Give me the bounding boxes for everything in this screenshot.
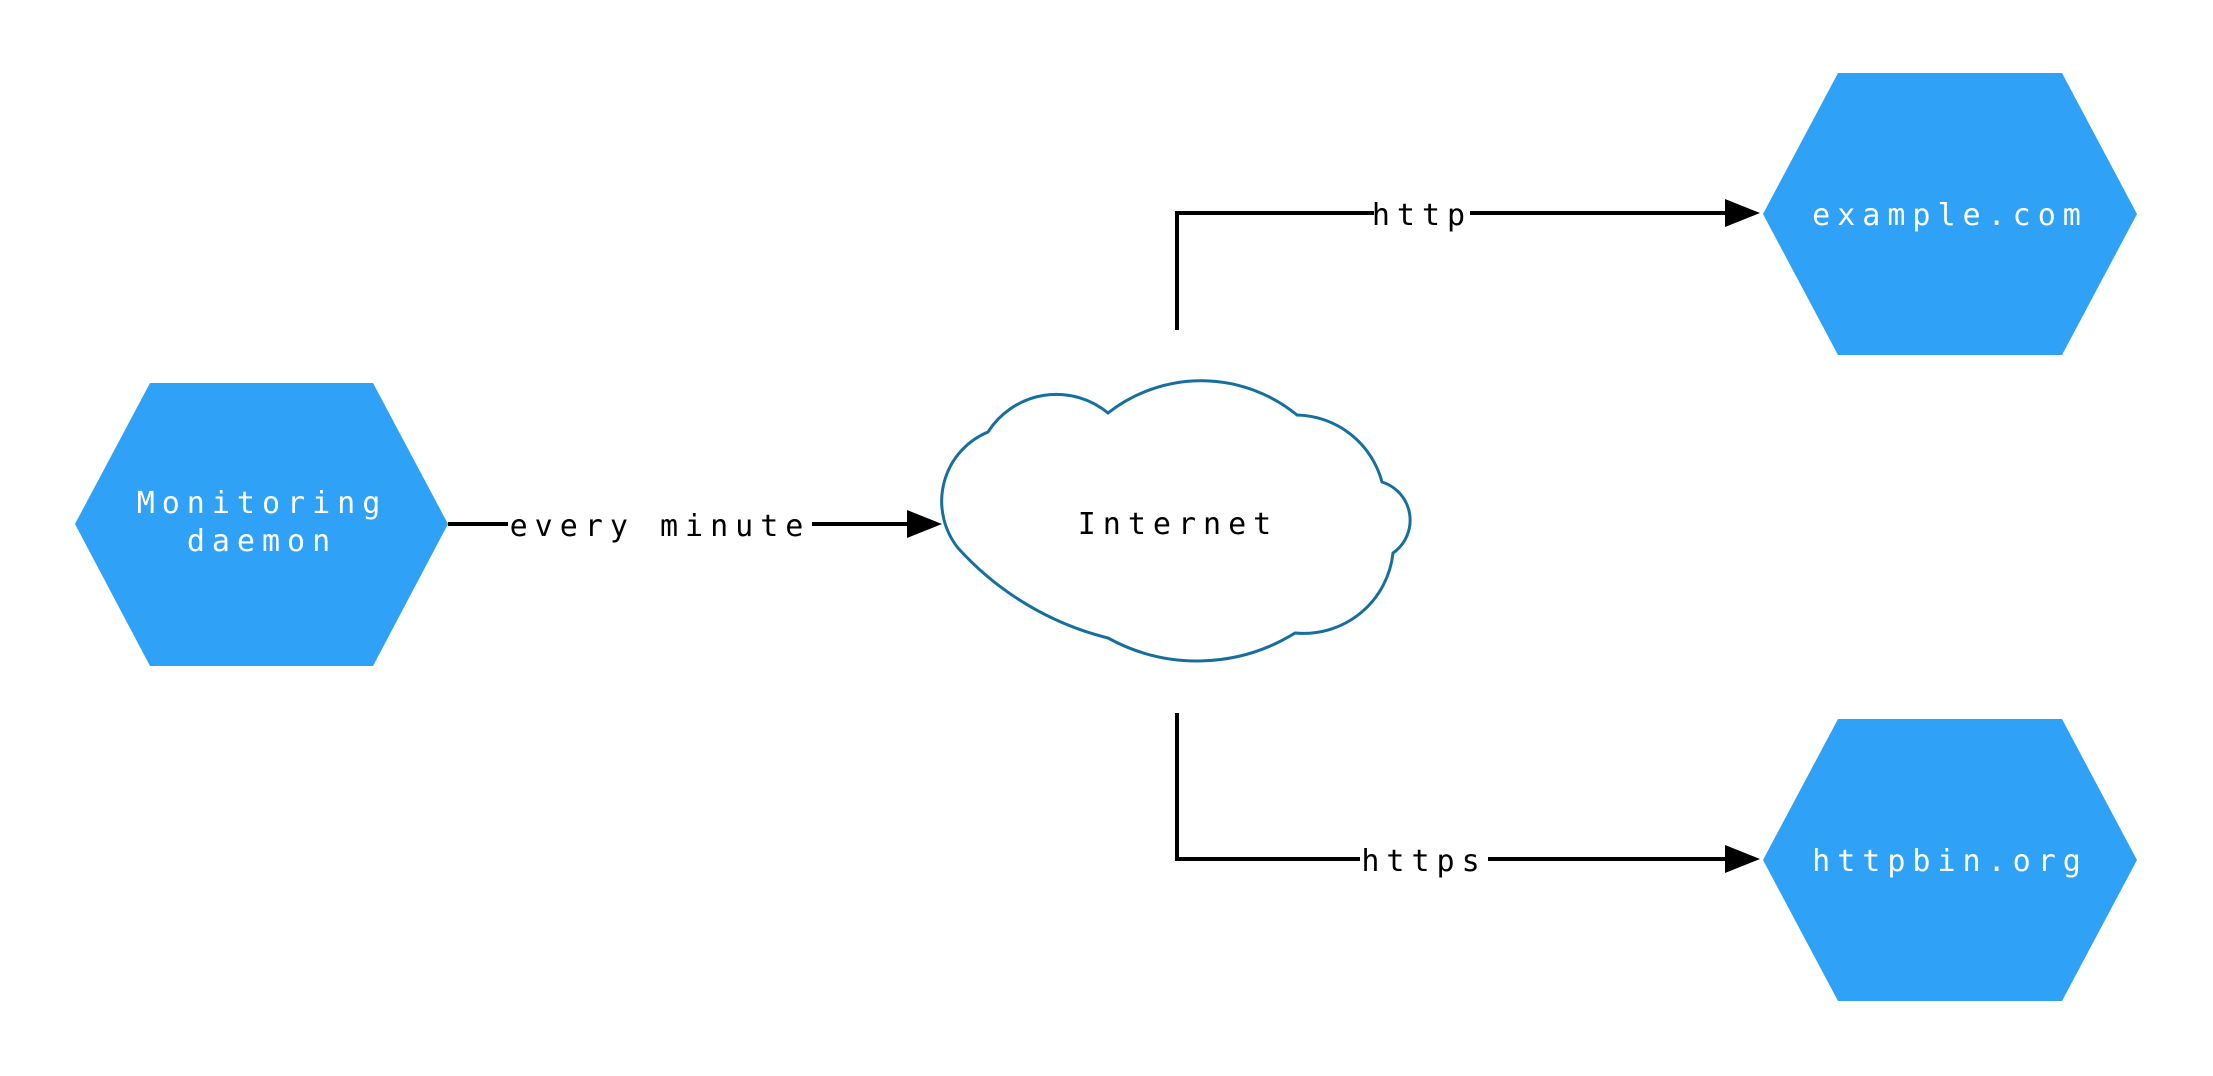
arrowhead-https: [1725, 845, 1760, 873]
monitoring-daemon-node: [75, 383, 448, 666]
arrowhead-http: [1725, 199, 1760, 227]
httpbin-org-label: httpbin.org: [1812, 844, 2088, 879]
edge-label-every-minute: every minute: [510, 509, 811, 544]
edge-http-elbow: [1175, 211, 1374, 330]
internet-cloud: [940, 379, 1412, 663]
edge-label-https: https: [1361, 844, 1486, 879]
httpbin-org-node: [1763, 719, 2137, 1001]
example-com-label: example.com: [1812, 198, 2088, 233]
edge-https-elbow: [1175, 713, 1360, 861]
monitoring-daemon-label-line1: Monitoring: [137, 486, 388, 521]
edge-label-http: http: [1372, 198, 1472, 233]
internet-label: Internet: [1078, 507, 1279, 542]
monitoring-daemon-label-line2: daemon: [187, 524, 337, 559]
arrowhead-every-minute: [907, 510, 942, 538]
example-com-node: [1763, 73, 2137, 355]
